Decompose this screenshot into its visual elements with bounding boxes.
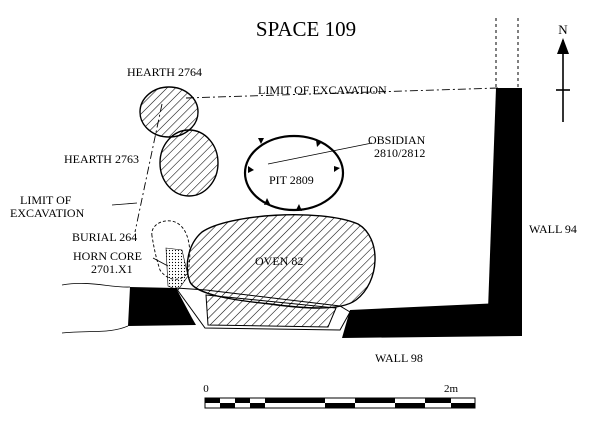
wall-west-fragment <box>128 287 196 326</box>
section-lines-west <box>61 282 131 334</box>
hearth-2764 <box>139 86 199 138</box>
label-limit-top: LIMIT OF EXCAVATION <box>258 83 387 97</box>
horn-core-2701 <box>165 247 189 291</box>
label-obsidian-1: OBSIDIAN <box>368 133 426 147</box>
label-hearth-2764: HEARTH 2764 <box>127 65 202 79</box>
leader-lines <box>111 142 373 267</box>
label-pit-2809: PIT 2809 <box>269 173 314 187</box>
label-horn-core-1: HORN CORE <box>73 249 142 263</box>
scale-bar: 0 2m <box>203 383 476 409</box>
label-horn-core-2: 2701.X1 <box>91 262 133 276</box>
label-limit-left-2: EXCAVATION <box>10 206 85 220</box>
hearth-2763 <box>159 129 219 197</box>
north-arrow-icon: N <box>556 22 570 122</box>
label-burial-264: BURIAL 264 <box>72 230 137 244</box>
obsidian-markers <box>248 138 340 211</box>
label-limit-left-1: LIMIT OF <box>20 193 72 207</box>
excavation-limit-right <box>495 18 519 88</box>
scale-end-label: 2m <box>444 383 459 395</box>
label-hearth-2763: HEARTH 2763 <box>64 152 139 166</box>
north-label: N <box>558 22 568 37</box>
label-oven-82: OVEN 82 <box>255 254 303 268</box>
pit-2809 <box>243 134 345 212</box>
label-wall-94: WALL 94 <box>529 222 577 236</box>
scale-start-label: 0 <box>203 383 209 395</box>
label-wall-98: WALL 98 <box>375 351 423 365</box>
oven-82 <box>186 214 376 309</box>
plan-title: SPACE 109 <box>256 17 356 41</box>
wall-98 <box>342 302 522 338</box>
label-obsidian-2: 2810/2812 <box>374 146 425 160</box>
wall-94 <box>488 88 522 332</box>
